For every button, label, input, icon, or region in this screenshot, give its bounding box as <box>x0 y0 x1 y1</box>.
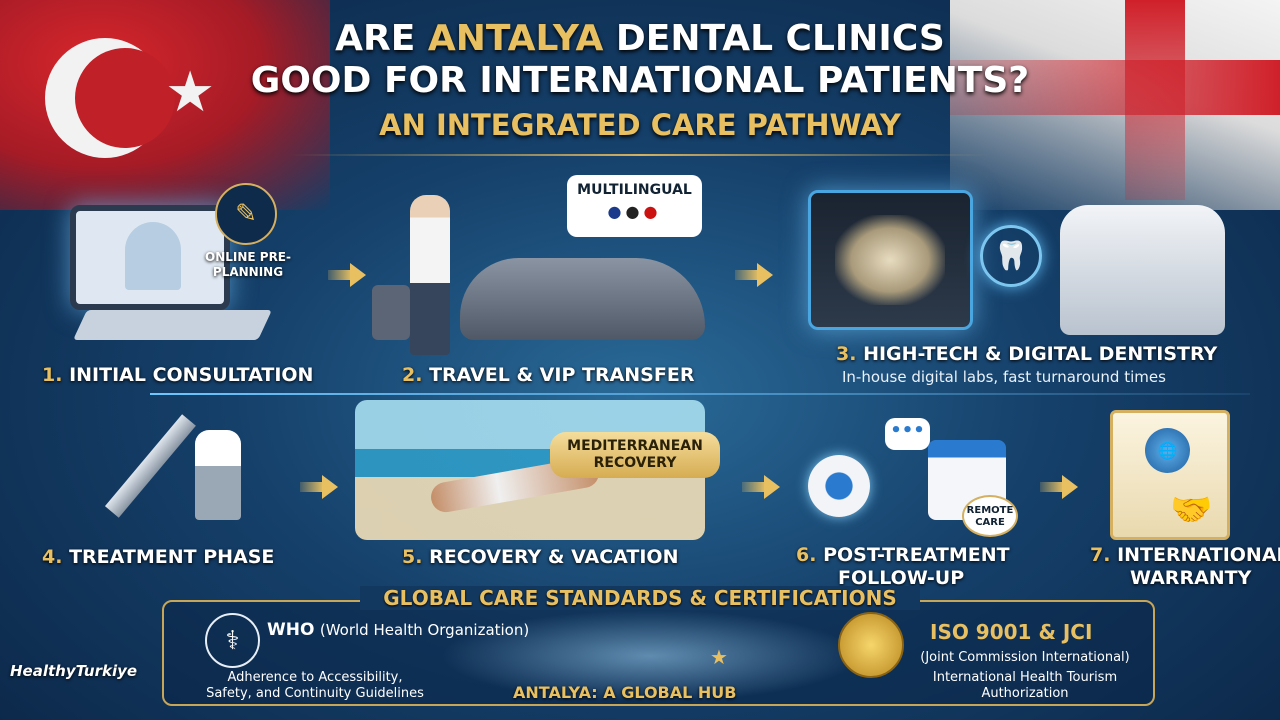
multilingual-bubble: MULTILINGUAL ●●● <box>567 175 702 237</box>
tooth-icon: 🦷 <box>980 225 1042 287</box>
calendar-check-icon: ✎ <box>215 183 277 245</box>
certifications-title: GLOBAL CARE STANDARDS & CERTIFICATIONS <box>360 586 920 610</box>
badge-online-pre-planning: ONLINE PRE-PLANNING <box>205 250 291 279</box>
arrow-2-3 <box>735 263 775 287</box>
step-5-label: 5. RECOVERY & VACATION <box>402 546 679 568</box>
step-3-label: 3. HIGH-TECH & DIGITAL DENTISTRY <box>836 343 1218 365</box>
badge-remote-care: REMOTE CARE <box>962 495 1018 537</box>
laptop-base <box>73 310 272 340</box>
laptop-illustration <box>70 205 230 310</box>
doctor-avatar <box>125 222 181 290</box>
milling-machine <box>1060 205 1225 335</box>
title-line-1: ARE ANTALYA DENTAL CLINICS <box>335 18 945 59</box>
arrow-6-7 <box>1040 475 1080 499</box>
badge-mediterranean-recovery: MEDITERRANEAN RECOVERY <box>550 432 720 478</box>
iso-title: ISO 9001 & JCI <box>930 620 1093 644</box>
subtitle: AN INTEGRATED CARE PATHWAY <box>379 108 901 142</box>
suitcase-icon <box>372 285 410 340</box>
iso-full: (Joint Commission International) <box>920 650 1130 665</box>
webcam-icon <box>808 455 870 517</box>
mediterranean-map <box>440 610 860 702</box>
car-illustration <box>460 258 705 340</box>
antalya-star-icon: ★ <box>710 645 728 669</box>
handshake-icon: 🤝 <box>1170 490 1213 530</box>
healthy-turkiye-logo: HealthyTurkiye <box>10 662 138 680</box>
step-2-label: 2. TRAVEL & VIP TRANSFER <box>402 364 695 386</box>
traveler-figure <box>410 195 450 355</box>
iso-description: International Health Tourism Authorizati… <box>932 670 1118 701</box>
star-icon: ★ <box>165 60 216 125</box>
step-3-subtext: In-house digital labs, fast turnaround t… <box>842 368 1166 386</box>
who-description: Adherence to Accessibility, Safety, and … <box>206 670 424 701</box>
jaw-xray <box>835 215 945 305</box>
jci-gold-seal <box>838 612 904 678</box>
step-4-label: 4. TREATMENT PHASE <box>42 546 275 568</box>
multilingual-label: MULTILINGUAL <box>577 182 692 198</box>
arrow-4-5 <box>300 475 340 499</box>
arrow-1-2 <box>328 263 368 287</box>
flag-cross-horizontal <box>950 60 1280 115</box>
crescent-cutout <box>75 48 175 148</box>
step-1-label: 1. INITIAL CONSULTATION <box>42 364 314 386</box>
dental-instrument <box>104 414 196 518</box>
who-title: WHO (World Health Organization) <box>267 620 530 640</box>
arrow-5-6 <box>742 475 782 499</box>
divider <box>290 154 990 156</box>
flag-icons: ●●● <box>607 202 662 221</box>
chat-bubble-icon: ••• <box>885 418 930 450</box>
title-line-2: GOOD FOR INTERNATIONAL PATIENTS? <box>250 60 1030 101</box>
antalya-hub-label: ANTALYA: A GLOBAL HUB <box>513 683 737 702</box>
who-emblem: ⚕ <box>205 613 260 668</box>
globe-icon: 🌐 <box>1145 428 1190 473</box>
row-connector <box>150 393 1250 395</box>
implant-icon <box>195 430 241 520</box>
